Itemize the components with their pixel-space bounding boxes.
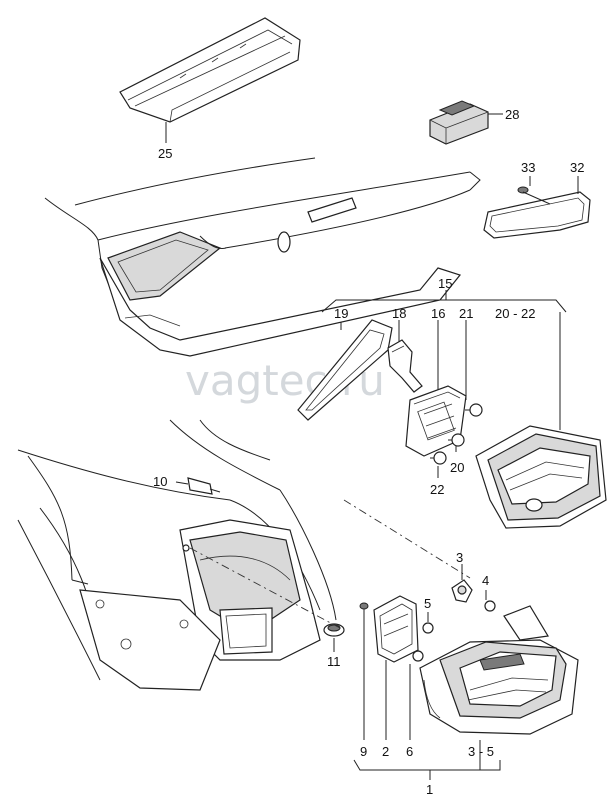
part-16-bulb-holder-drawing — [405, 320, 467, 457]
part-11-grommet-drawing — [323, 623, 345, 652]
inner-tail-light-drawing — [475, 312, 607, 529]
callout-10: 10 — [153, 474, 167, 489]
outer-tail-light-drawing — [419, 605, 579, 735]
quarter-panel-drawing — [17, 419, 337, 691]
callout-28: 28 — [505, 107, 519, 122]
part-2-bulb-holder-drawing — [359, 595, 419, 740]
callout-18: 18 — [392, 306, 406, 321]
part-28-plate-light-drawing — [429, 100, 503, 145]
callout-21: 21 — [459, 306, 473, 321]
callout-33: 33 — [521, 160, 535, 175]
part-33-screw-drawing — [517, 176, 551, 205]
callout-25: 25 — [158, 146, 172, 161]
part-10-clip-drawing — [175, 477, 221, 495]
group-1-bracket — [353, 740, 501, 780]
callout-labels: 25 28 33 32 15 19 18 16 21 20 - 22 20 22… — [153, 107, 584, 797]
callout-20: 20 — [450, 460, 464, 475]
trunk-lid-drawing — [44, 157, 481, 357]
callout-16: 16 — [431, 306, 445, 321]
bulbs-20-22-drawing — [430, 320, 483, 478]
callout-2: 2 — [382, 744, 389, 759]
part-19-seal-drawing — [297, 319, 393, 421]
callout-9: 9 — [360, 744, 367, 759]
callout-32: 32 — [570, 160, 584, 175]
callout-3-5: 3 - 5 — [468, 744, 494, 759]
callout-6: 6 — [406, 744, 413, 759]
callout-22: 22 — [430, 482, 444, 497]
callout-11: 11 — [327, 654, 341, 669]
part-25-brake-light-drawing — [119, 17, 301, 143]
group-15-bracket — [321, 290, 567, 313]
part-18-connector-drawing — [387, 320, 423, 393]
callout-1: 1 — [426, 782, 433, 797]
callout-15: 15 — [438, 276, 452, 291]
callout-4: 4 — [482, 573, 489, 588]
callout-5: 5 — [424, 596, 431, 611]
callout-20-22: 20 - 22 — [495, 306, 535, 321]
alignment-line-upper — [343, 499, 471, 579]
callout-19: 19 — [334, 306, 348, 321]
alignment-line-lower — [189, 547, 341, 629]
part-32-reflector-drawing — [483, 176, 591, 239]
bulbs-3-6-drawing — [409, 564, 496, 740]
callout-3: 3 — [456, 550, 463, 565]
